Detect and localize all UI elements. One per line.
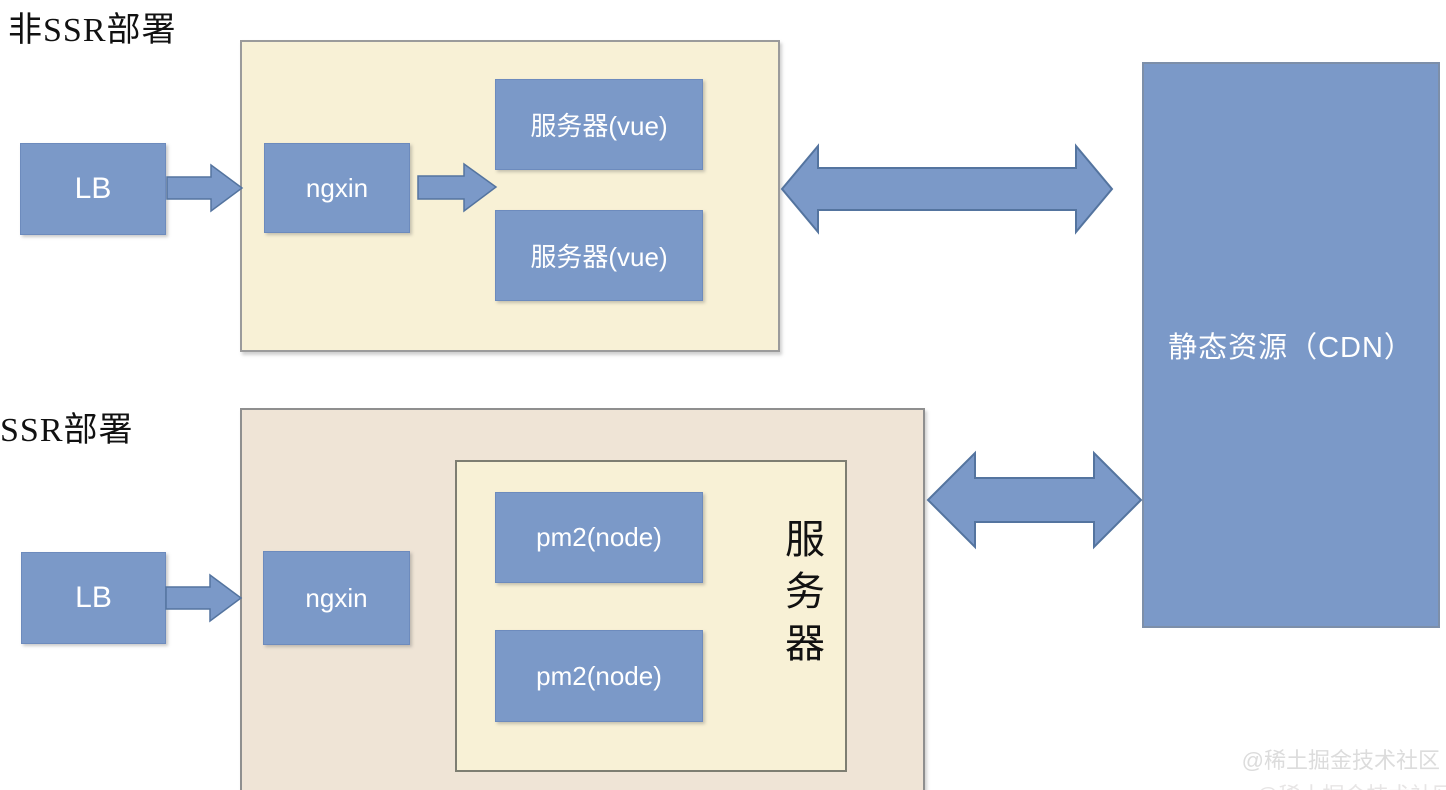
non-ssr-lb-label: LB [74,172,112,205]
vue-server-node-2: 服务器(vue) [495,210,703,301]
ssr-lb-label: LB [75,581,112,614]
double-arrow-icon [926,450,1143,550]
non-ssr-lb-node: LB [20,143,166,235]
ssr-lb-node: LB [21,552,166,644]
pm2-label-2: pm2(node) [536,660,662,691]
pm2-node-1: pm2(node) [495,492,703,583]
non-ssr-title: 非SSR部署 [8,12,177,49]
ssr-title: SSR部署 [0,412,134,449]
non-ssr-nginx-node: ngxin [264,143,410,233]
cdn-node: 静态资源（CDN） [1142,62,1440,628]
cdn-label: 静态资源（CDN） [1168,332,1414,364]
double-arrow-icon [780,143,1114,235]
watermark-text: @稀土掘金技术社区 [1241,748,1440,773]
arrow-icon [166,163,244,213]
ssr-nginx-node: ngxin [263,551,410,645]
watermark-text-partial: @稀土掘金技术社区 [1256,778,1446,790]
ssr-server-box-label: 服务器 [785,517,825,666]
pm2-node-2: pm2(node) [495,630,703,722]
vue-server-node-1: 服务器(vue) [495,79,703,170]
non-ssr-nginx-label: ngxin [305,172,369,203]
arrow-icon [165,573,243,623]
arrow-icon [417,162,498,213]
ssr-nginx-label: ngxin [305,582,368,613]
vue-server-label-1: 服务器(vue) [530,111,668,141]
vue-server-label-2: 服务器(vue) [530,242,668,272]
pm2-label-1: pm2(node) [536,522,662,552]
